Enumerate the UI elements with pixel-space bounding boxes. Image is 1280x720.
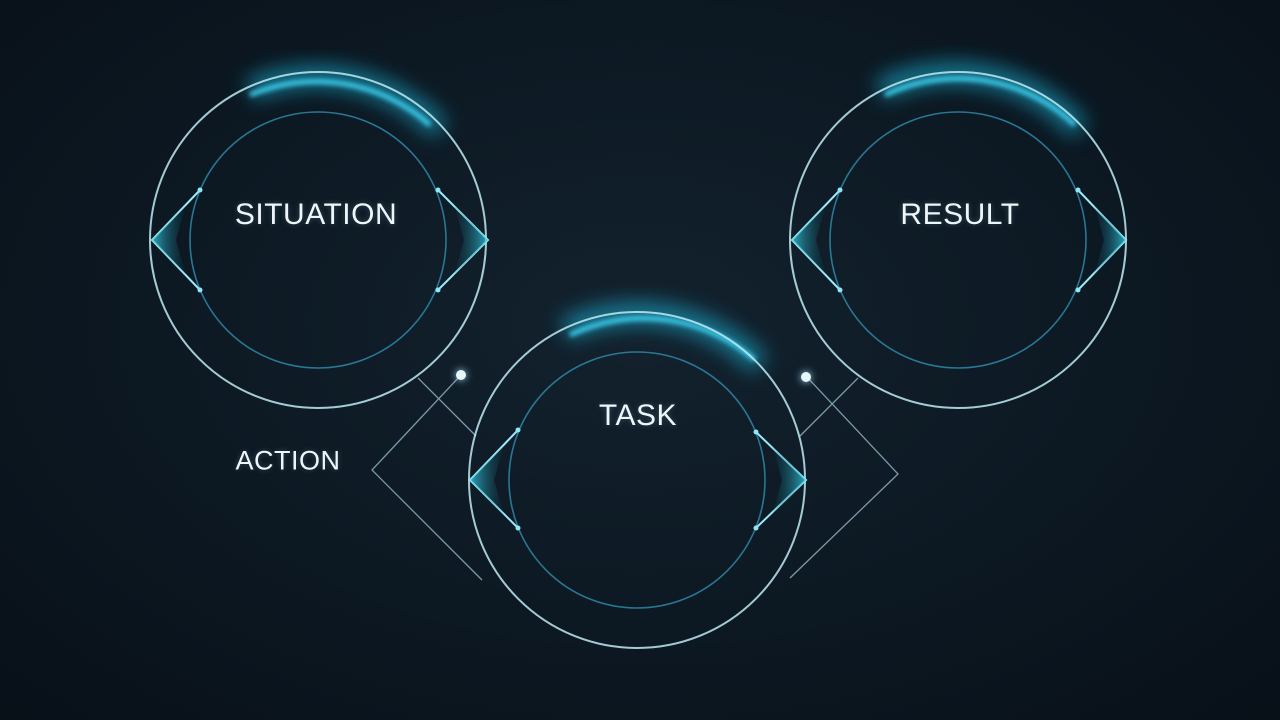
result-label: RESULT: [900, 198, 1020, 231]
action-label: ACTION: [235, 445, 341, 476]
connector-right: [789, 375, 899, 579]
result-node: [789, 62, 1128, 409]
situation-node: [149, 65, 490, 409]
connector-left: [371, 375, 483, 581]
situation-label: SITUATION: [234, 198, 398, 231]
connector-node-left: [456, 370, 466, 380]
connector-node-right: [801, 372, 811, 382]
task-node: [468, 302, 808, 649]
task-label: TASK: [598, 399, 678, 432]
